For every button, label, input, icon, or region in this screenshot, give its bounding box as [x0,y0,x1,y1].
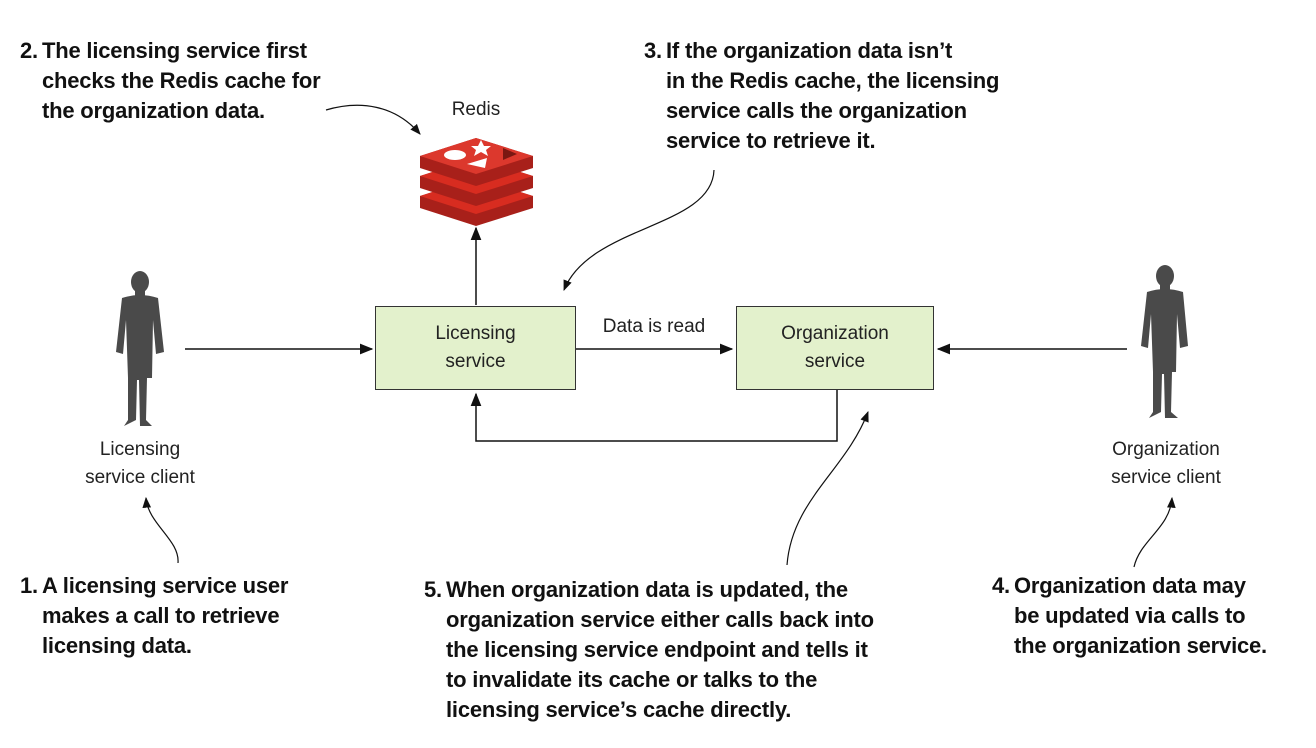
note-step1-line-2: makes a call to retrieve [42,603,280,628]
licensing-client-line-1: Licensing [99,439,181,460]
organization-service-box: Organization service [736,306,934,390]
leader-step3 [563,169,715,292]
note-step4-number: 4. [992,573,1010,598]
note-step5-line-2: organization service either calls back i… [446,607,874,632]
note-step5-line-1: When organization data is updated, the [446,577,848,602]
organization-client-line-1: Organization [1112,439,1220,460]
leader-step5 [786,410,869,566]
note-step2-line-1: The licensing service first [42,38,307,63]
licensing-box-line-1: Licensing [435,323,516,344]
note-step3-number: 3. [644,38,662,63]
note-step1-number: 1. [20,573,38,598]
licensing-box-line-2: service [445,351,506,372]
note-step1-line-1: A licensing service user [42,573,289,598]
arrow-organization-callback-to-licensing [470,390,838,442]
note-step5: 5.When organization data is updated, the… [424,575,874,725]
leader-step1 [142,496,179,564]
leader-step2 [325,104,421,135]
licensing-client-line-2: service client [85,467,195,488]
note-step5-number: 5. [424,577,442,602]
data-is-read-label: Data is read [602,316,706,337]
note-step5-line-4: to invalidate its cache or talks to the [446,667,818,692]
organization-client-line-2: service client [1111,467,1221,488]
note-step2-line-3: the organization data. [42,98,265,123]
note-step1-line-3: licensing data. [42,633,192,658]
note-step3-line-2: in the Redis cache, the licensing [666,68,1000,93]
licensing-client-label: Licensing service client [60,436,220,492]
note-step3-line-4: service to retrieve it. [666,128,876,153]
organization-box-line-1: Organization [781,323,889,344]
note-step4-line-3: the organization service. [1014,633,1267,658]
note-step4-line-2: be updated via calls to [1014,603,1246,628]
redis-logo-icon [420,138,533,226]
person-silhouette-icon [116,271,164,426]
note-step2-line-2: checks the Redis cache for [42,68,321,93]
note-step3-line-1: If the organization data isn’t [666,38,953,63]
note-step5-line-3: the licensing service endpoint and tells… [446,637,868,662]
note-step4-line-1: Organization data may [1014,573,1246,598]
redis-label: Redis [451,99,501,120]
organization-client-label: Organization service client [1086,436,1246,492]
note-step4: 4.Organization data may be updated via c… [992,571,1267,661]
note-step2-number: 2. [20,38,38,63]
note-step3-line-3: service calls the organization [666,98,967,123]
licensing-service-box: Licensing service [375,306,576,390]
note-step5-line-5: licensing service’s cache directly. [446,697,792,722]
note-step3: 3.If the organization data isn’t in the … [644,36,999,156]
leader-step4 [1133,496,1176,568]
note-step2: 2.The licensing service first checks the… [20,36,321,126]
note-step1: 1.A licensing service user makes a call … [20,571,288,661]
person-silhouette-icon-right [1141,265,1188,418]
organization-box-line-2: service [804,351,866,372]
